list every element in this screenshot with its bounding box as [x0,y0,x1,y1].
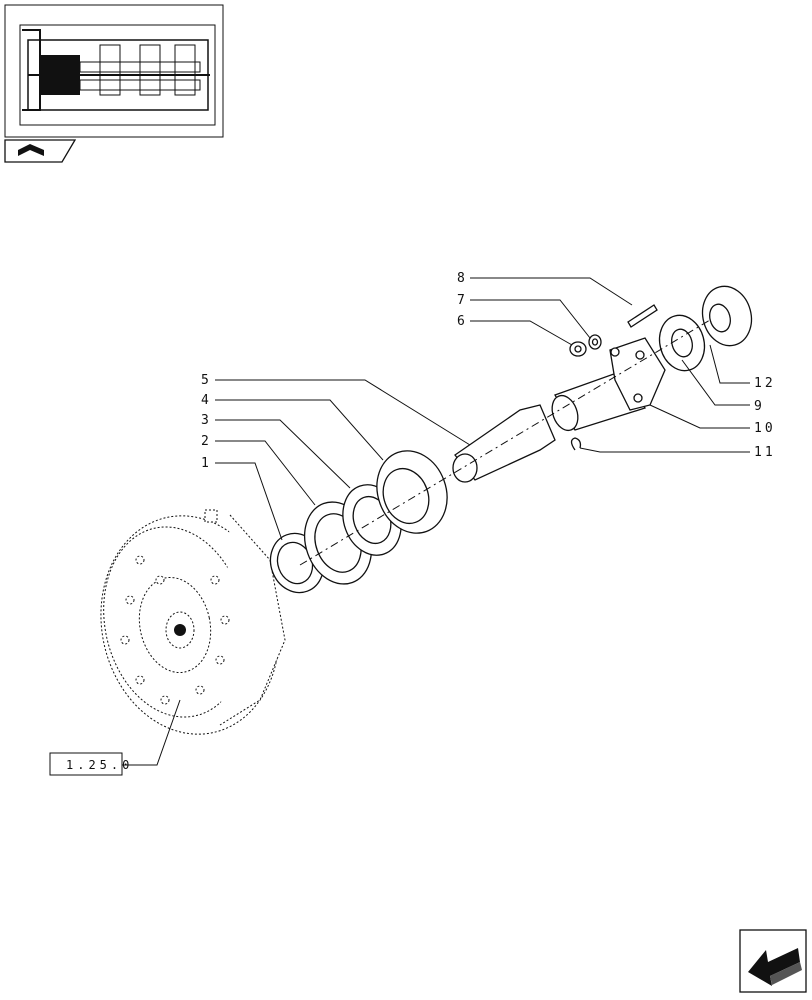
callout-11: 11 [754,445,776,460]
callout-10: 10 [754,421,776,436]
part-11-clip[interactable] [570,437,582,451]
callout-1: 1 [201,456,212,471]
callout-5: 5 [201,373,212,388]
part-6-nut[interactable] [569,341,587,357]
flywheel-clutch-assembly [100,509,286,735]
part-4-release-bearing[interactable] [366,441,459,543]
part-12-bearing[interactable] [696,281,758,351]
leader-lines [122,277,750,766]
reference-label: 1.25.0 [66,758,133,772]
previous-page-arrow-icon[interactable] [739,929,807,993]
callout-12: 12 [754,376,776,391]
callout-8: 8 [457,271,468,286]
part-9-seal[interactable] [654,310,711,375]
part-8-pin[interactable] [627,304,658,328]
open-book-icon[interactable] [4,139,77,163]
reference-box[interactable]: 1.25.0 [49,752,133,776]
callout-4: 4 [201,393,212,408]
callout-9: 9 [754,399,765,414]
transmission-section-thumbnail [19,24,216,126]
callout-6: 6 [457,314,468,329]
thumbnail-panel[interactable] [4,4,224,138]
callout-3: 3 [201,413,212,428]
callout-2: 2 [201,434,212,449]
callout-7: 7 [457,293,468,308]
assembly-axis [299,319,711,566]
part-7-washer[interactable] [588,334,602,350]
part-10-guide-tube[interactable] [548,337,666,434]
